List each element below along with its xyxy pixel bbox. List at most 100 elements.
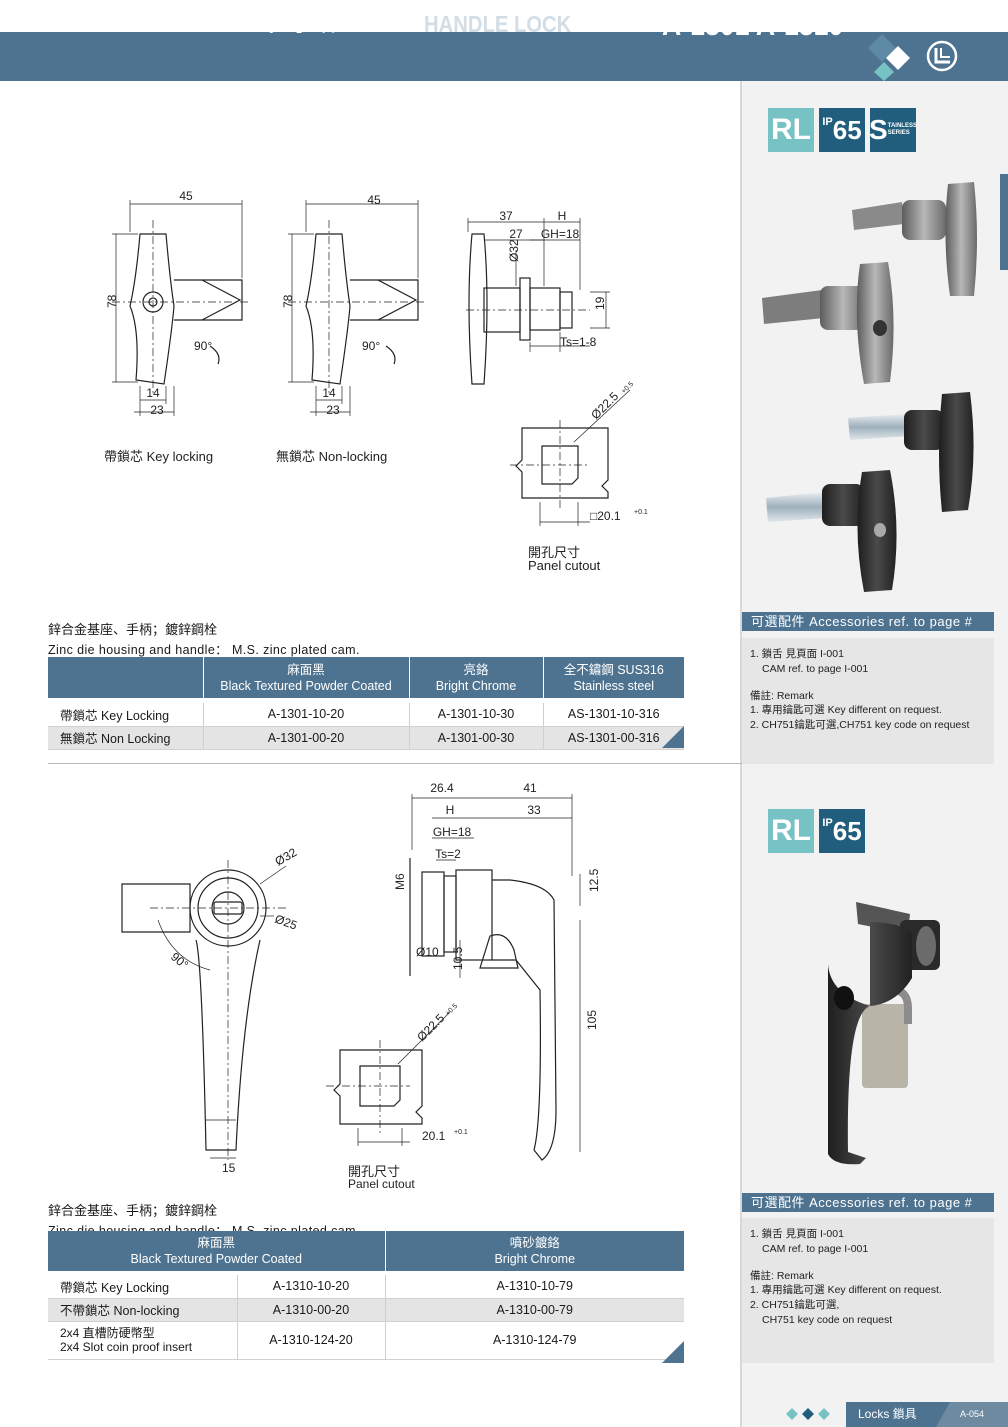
accessories-bar: 可選配件 Accessories ref. to page # <box>742 612 994 631</box>
dim-label: 23 <box>326 403 340 417</box>
header-separator: I <box>606 12 613 37</box>
drawing-caption: 無鎖芯 Non-locking <box>276 449 388 464</box>
dim-label: 33 <box>527 803 541 817</box>
dim-label: GH=18 <box>433 825 472 839</box>
note-line: 1. 鎖舌 見頁面 I-001 <box>750 648 844 660</box>
note-line: 1. 鎖舌 見頁面 I-001 <box>750 1228 844 1240</box>
dim-label: Ø10 <box>416 945 439 959</box>
material-en: Zinc die housing and handle： M.S. zinc p… <box>48 643 360 657</box>
dim-label: 19 <box>593 296 607 310</box>
accessories-notes: 1. 鎖舌 見頁面 I-001 CAM ref. to page I-001 備… <box>742 638 994 764</box>
table-row: 無鎖芯 Non Locking A-1301-00-20 A-1301-00-3… <box>48 726 684 750</box>
dim-label: 10.5 <box>451 946 465 970</box>
dim-label: 23 <box>150 403 164 417</box>
dim-label: 78 <box>105 294 119 308</box>
dim-label: 90° <box>194 339 212 353</box>
header-title-cn: 拉手鎖 <box>268 13 337 36</box>
dim-label: 37 <box>499 209 513 223</box>
dim-label: 45 <box>367 193 381 207</box>
brand-logo-icon <box>926 40 958 72</box>
dim-label: Ø22.5 <box>414 1011 447 1044</box>
drawing-caption: 開孔尺寸 <box>528 545 581 560</box>
rl-badge: RL <box>768 108 814 152</box>
rl-badge: RL <box>768 809 814 853</box>
header-title-en: HANDLE LOCK <box>424 11 572 37</box>
dim-label: 15 <box>222 1161 236 1175</box>
dim-label: 41 <box>523 781 537 795</box>
header-separator: I <box>366 12 373 37</box>
note-line: 備註: Remark <box>750 690 814 702</box>
dim-label: 27 <box>509 227 523 241</box>
drawing-caption: Panel cutout <box>528 558 601 573</box>
accessories-notes: 1. 鎖舌 見頁面 I-001 CAM ref. to page I-001 備… <box>742 1218 994 1363</box>
dim-label: Ts=2 <box>435 847 461 861</box>
note-line: 1. 專用鑰匙可選 Key different on request. <box>750 1284 942 1296</box>
dim-label: 20.1 <box>422 1129 446 1143</box>
dim-label: 90° <box>168 950 191 973</box>
dim-label: +0.1 <box>634 509 648 516</box>
dim-label: GH=18 <box>541 227 580 241</box>
dim-label: H <box>558 209 567 223</box>
table-row: 帶鎖芯 Key Locking A-1301-10-20 A-1301-10-3… <box>48 703 684 727</box>
dim-label: 12.5 <box>587 868 601 892</box>
note-line: 2. CH751鑰匙可選, <box>750 1299 840 1311</box>
dim-label: □20.1 <box>590 509 621 523</box>
note-line: CAM ref. to page I-001 <box>762 1243 869 1255</box>
drawing-caption: 開孔尺寸 <box>348 1164 401 1179</box>
table-corner-deco <box>662 1341 684 1363</box>
note-line: CAM ref. to page I-001 <box>762 663 869 675</box>
dim-label: 90° <box>362 339 380 353</box>
dim-label: 105 <box>585 1010 599 1030</box>
dim-label: 26.4 <box>430 781 454 795</box>
product-photo-a1310 <box>828 902 940 1165</box>
technical-drawing-a1310: Ø32 Ø25 90° 15 26.4 41 H 33 GH=18 Ts=2 M… <box>121 781 601 1175</box>
dim-label: 14 <box>322 386 336 400</box>
dim-label: +0.5 <box>444 1003 459 1018</box>
header-models: A-1301 A-1310 <box>662 7 844 42</box>
table-corner-deco <box>662 726 684 748</box>
section-divider <box>48 763 742 764</box>
dim-label: Ø22.5 <box>588 389 621 422</box>
dim-label: Ø32 <box>273 845 300 869</box>
dim-label: 78 <box>281 294 295 308</box>
material-spec: 鋅合金基座、手柄；鍍鋅鋼栓 Zinc die housing and handl… <box>48 619 360 658</box>
accessories-bar: 可選配件 Accessories ref. to page # <box>742 1193 994 1212</box>
dim-label: 45 <box>179 189 193 203</box>
note-line: 1. 專用鑰匙可選 Key different on request. <box>750 704 942 716</box>
side-divider <box>740 81 742 1427</box>
material-cn: 鋅合金基座、手柄；鍍鋅鋼栓 <box>48 622 218 637</box>
dim-label: +0.1 <box>454 1129 468 1136</box>
drawing-caption: Panel cutout <box>348 1177 415 1191</box>
note-line: 備註: Remark <box>750 1270 814 1282</box>
table-header <box>48 657 204 698</box>
page-number: A-054 <box>936 1402 1008 1427</box>
table-row: 不帶鎖芯 Non-locking A-1310-00-20 A-1310-00-… <box>48 1298 684 1322</box>
material-cn: 鋅合金基座、手柄；鍍鋅鋼栓 <box>48 1203 218 1218</box>
footer-diamonds-icon <box>786 1408 830 1420</box>
dim-label: Ø32 <box>507 239 521 262</box>
table-row: 帶鎖芯 Key Locking A-1310-10-20 A-1310-10-7… <box>48 1275 684 1299</box>
dim-label: +0.5 <box>620 381 635 396</box>
dim-label: Ø25 <box>273 912 299 933</box>
technical-drawing-a1301: 45 78 14 23 90° 45 78 14 23 90° 37 27 H … <box>105 189 648 526</box>
dim-label: 14 <box>146 386 160 400</box>
note-line: 2. CH751鑰匙可選,CH751 key code on request <box>750 719 970 731</box>
drawing-caption: 帶鎖芯 Key locking <box>104 449 214 464</box>
note-line: CH751 key code on request <box>762 1314 893 1326</box>
dim-label: M6 <box>393 873 407 890</box>
dim-label: Ts=1-8 <box>560 335 597 349</box>
product-photo-a1301 <box>762 182 977 592</box>
page-tab-marker <box>1000 174 1008 270</box>
diamond-deco-icon <box>868 34 910 81</box>
